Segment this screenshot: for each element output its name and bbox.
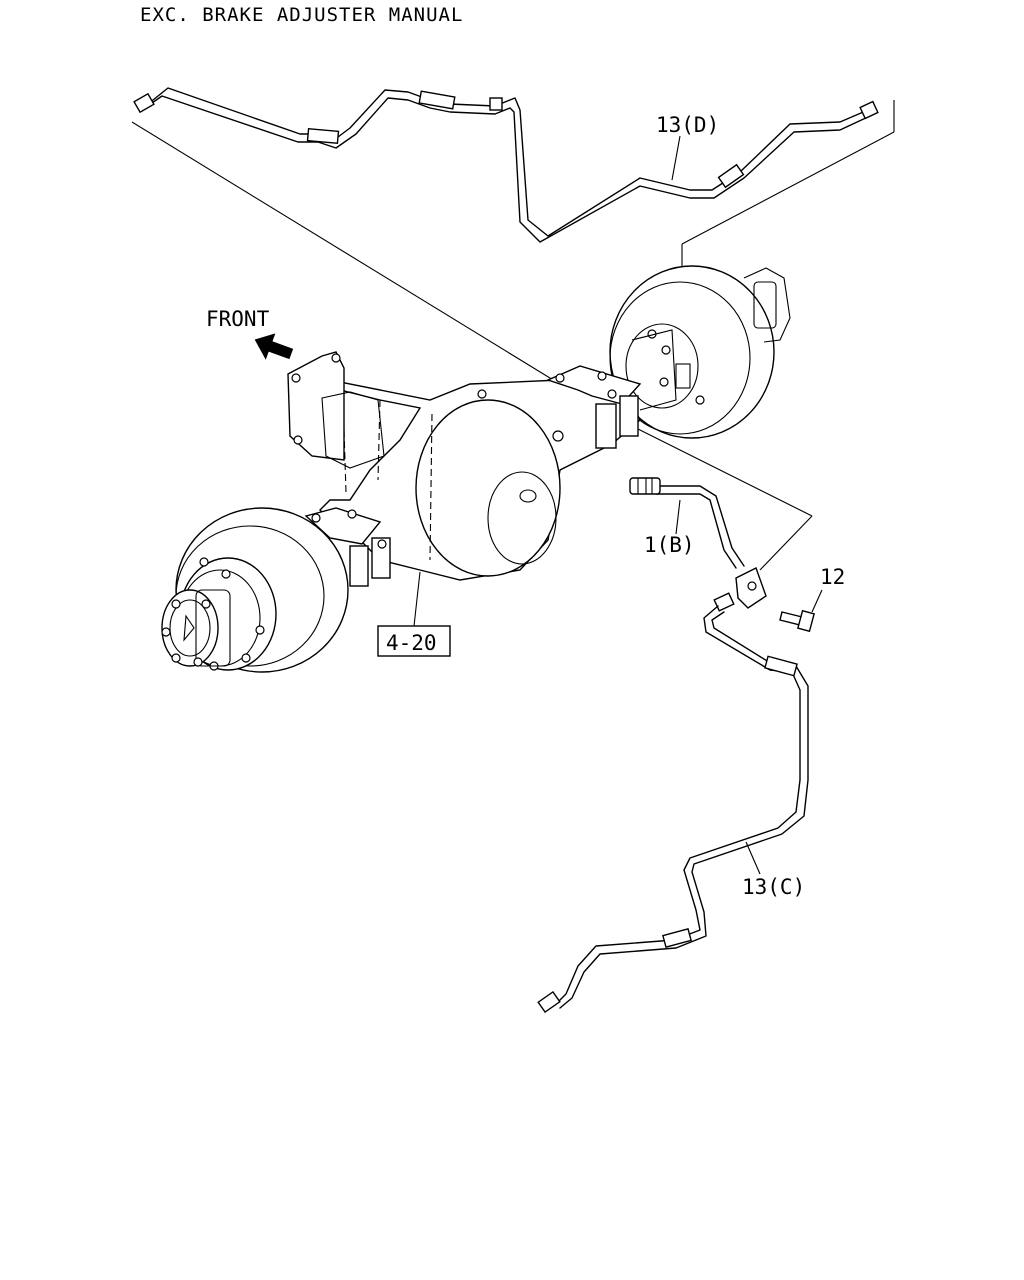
flexible-hose-1b bbox=[629, 477, 745, 569]
fitting-nut-top bbox=[713, 592, 735, 612]
reference-line-left-b bbox=[611, 415, 813, 517]
leader-1b bbox=[675, 499, 681, 535]
leader-12 bbox=[811, 589, 823, 613]
bolt-12 bbox=[779, 609, 815, 633]
fitting-joint bbox=[489, 97, 503, 111]
leader-4-20 bbox=[413, 571, 421, 627]
label-front: FRONT bbox=[206, 307, 270, 331]
reference-line-left-c bbox=[759, 515, 813, 571]
reference-line-left bbox=[131, 121, 613, 417]
hose-end-fitting bbox=[629, 477, 661, 495]
axle-ref-box bbox=[377, 625, 451, 657]
brake-pipe-13c bbox=[537, 592, 809, 1014]
fitting-nut-right bbox=[859, 100, 879, 120]
label-12: 12 bbox=[820, 565, 845, 589]
brake-pipe-13d bbox=[133, 87, 879, 243]
label-13d: 13(D) bbox=[656, 113, 719, 137]
reference-line-right-b bbox=[681, 131, 895, 245]
leader-13d bbox=[671, 135, 681, 181]
label-13c: 13(C) bbox=[742, 875, 805, 899]
rear-axle-housing bbox=[161, 265, 791, 673]
fitting-nut-left bbox=[133, 92, 155, 114]
fitting-nut-bottom bbox=[537, 990, 561, 1014]
header-note: EXC. BRAKE ADJUSTER MANUAL bbox=[140, 4, 463, 26]
leader-13c bbox=[745, 841, 761, 875]
label-1b: 1(B) bbox=[644, 533, 695, 557]
three-way-joint bbox=[735, 567, 767, 609]
label-4-20: 4-20 bbox=[386, 631, 437, 655]
front-arrow-icon bbox=[254, 333, 294, 360]
